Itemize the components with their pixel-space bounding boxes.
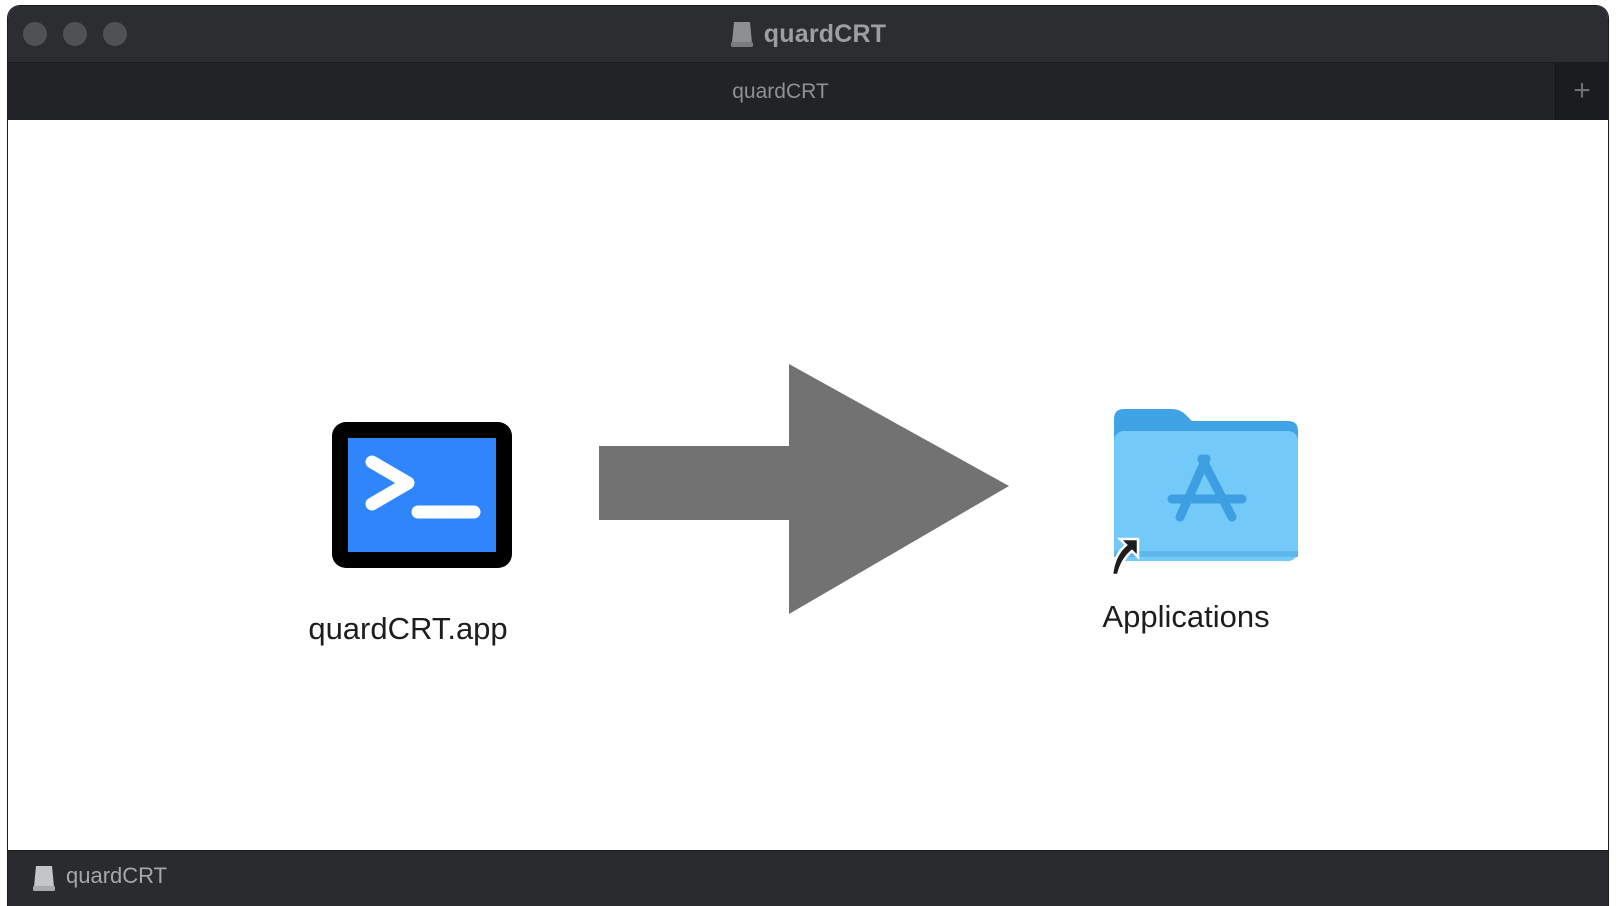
minimize-window-button[interactable] <box>63 22 87 46</box>
app-item[interactable]: quardCRT.app <box>288 420 528 647</box>
tab-bar: quardCRT + <box>8 62 1608 122</box>
title-bar[interactable]: quardCRT <box>8 6 1608 62</box>
zoom-window-button[interactable] <box>103 22 127 46</box>
disk-icon <box>730 21 753 47</box>
app-label: quardCRT.app <box>308 611 508 646</box>
alias-arrow-icon <box>1110 537 1140 577</box>
tab-quardcrt[interactable]: quardCRT <box>732 80 829 103</box>
add-tab-button[interactable]: + <box>1555 63 1608 121</box>
right-arrow-icon <box>599 364 1009 614</box>
applications-folder-icon[interactable] <box>1110 405 1306 581</box>
path-bar: quardCRT <box>8 850 1608 906</box>
window-title: quardCRT <box>8 6 1608 62</box>
dmg-content-area: quardCRT.app Applications <box>8 120 1608 850</box>
applications-label: Applications <box>1102 599 1270 634</box>
close-window-button[interactable] <box>23 22 47 46</box>
finder-window: quardCRT quardCRT + quardCRT.app <box>8 6 1608 906</box>
terminal-app-icon[interactable] <box>330 420 514 570</box>
applications-item[interactable]: Applications <box>1098 405 1338 635</box>
path-bar-item-quardcrt[interactable]: quardCRT <box>66 863 168 888</box>
window-title-text: quardCRT <box>763 19 887 48</box>
